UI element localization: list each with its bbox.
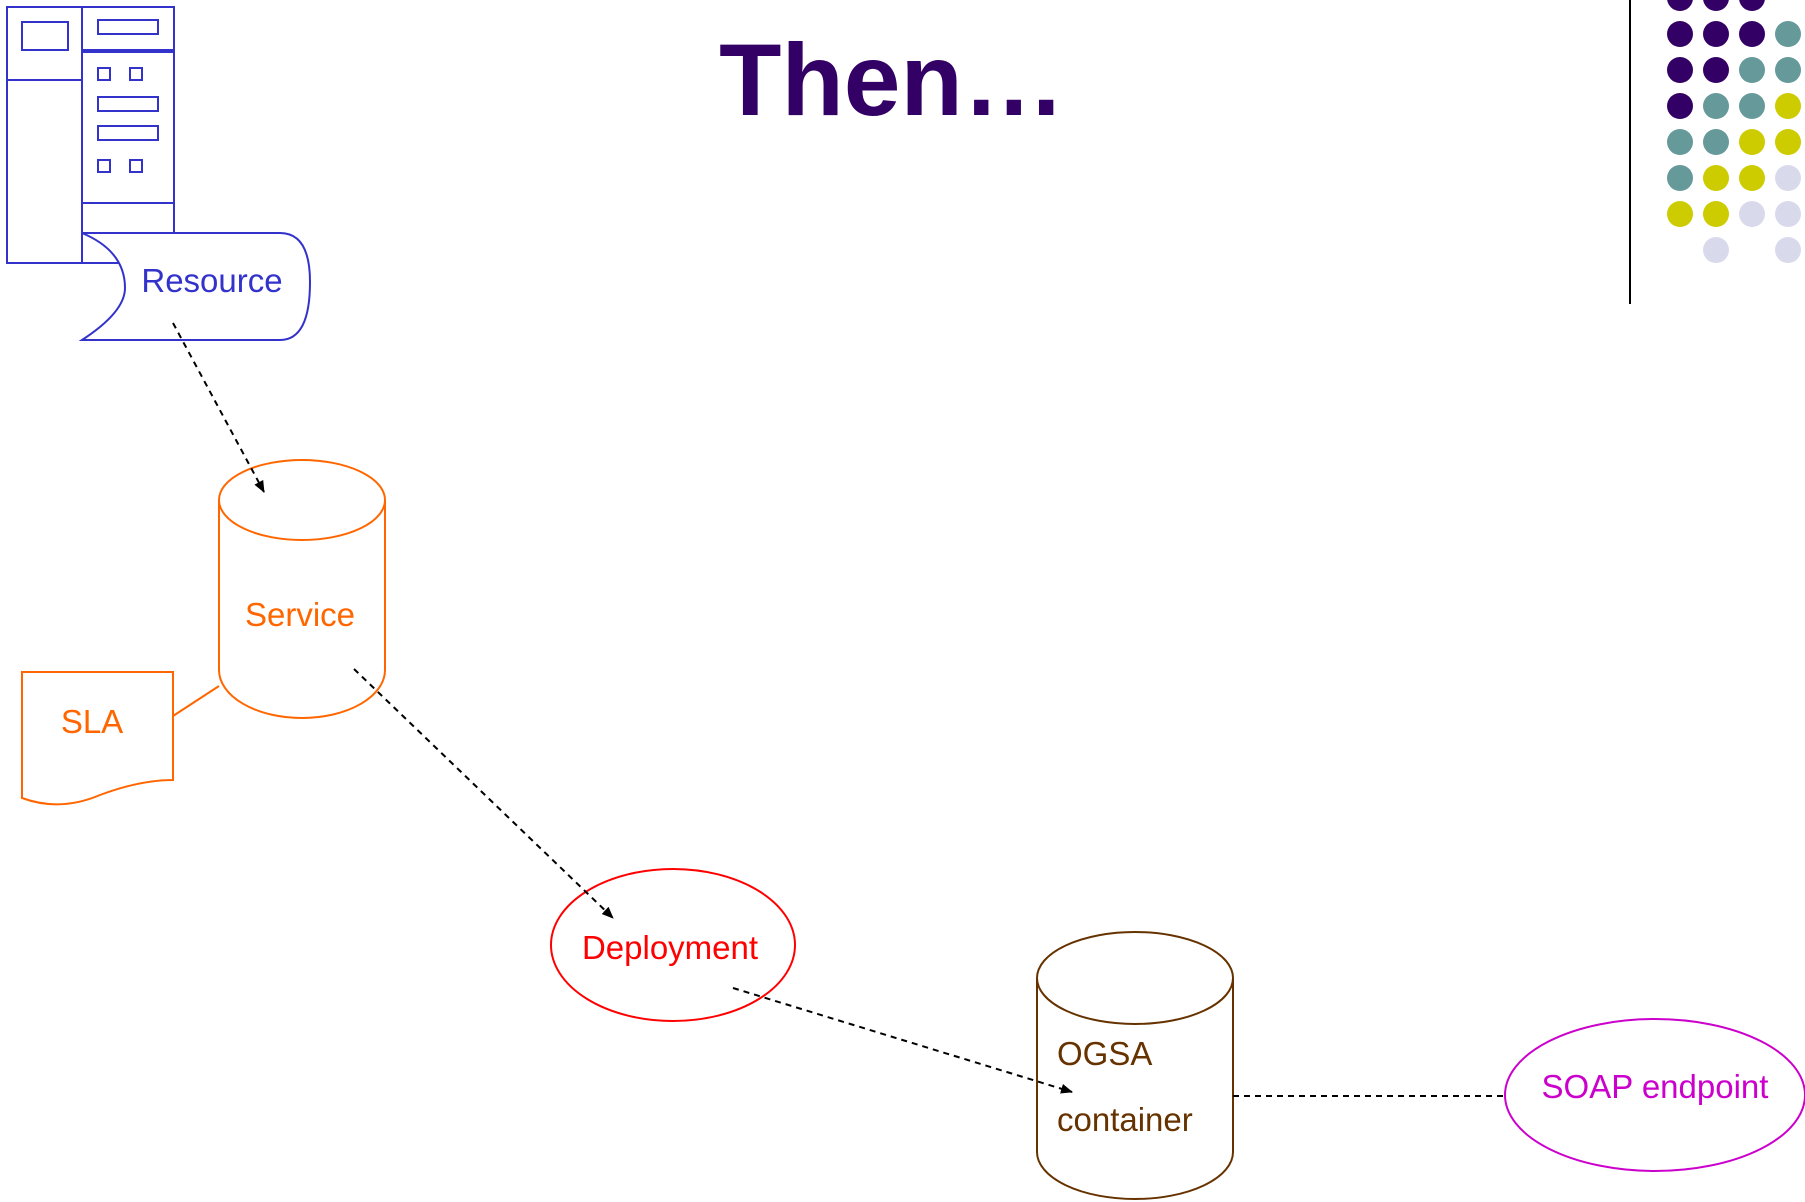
decorative-dot	[1667, 129, 1693, 155]
decorative-dot	[1739, 201, 1765, 227]
soap-endpoint-label: SOAP endpoint	[1542, 1068, 1769, 1105]
decorative-dot-grid	[1667, 0, 1801, 263]
ogsa-label-line1: OGSA	[1057, 1035, 1152, 1072]
arrow-deployment-to-ogsa	[732, 987, 1073, 1094]
decorative-dot	[1703, 237, 1729, 263]
decorative-dot	[1775, 129, 1801, 155]
decorative-dot	[1739, 93, 1765, 119]
decorative-dot	[1775, 237, 1801, 263]
decorative-dot	[1703, 0, 1729, 11]
decorative-dot	[1775, 93, 1801, 119]
decorative-dot	[1703, 93, 1729, 119]
soap-endpoint-ellipse	[1504, 1018, 1805, 1172]
ogsa-container-cylinder	[1036, 931, 1234, 1200]
slide-title: Then…	[719, 23, 1065, 137]
service-cylinder	[218, 459, 386, 719]
decorative-dot	[1703, 57, 1729, 83]
decorative-dot	[1739, 129, 1765, 155]
decorative-dot	[1667, 21, 1693, 47]
decorative-dot	[1667, 165, 1693, 191]
service-label: Service	[245, 596, 355, 633]
ogsa-label-line2: container	[1057, 1101, 1193, 1138]
resource-label: Resource	[141, 262, 282, 299]
decorative-dot	[1703, 21, 1729, 47]
decorative-dot	[1775, 165, 1801, 191]
decorative-dot	[1775, 57, 1801, 83]
decorative-dot	[1667, 0, 1693, 11]
decorative-dot	[1739, 21, 1765, 47]
decorative-dot	[1703, 165, 1729, 191]
arrow-service-to-deployment	[353, 668, 614, 919]
sla-connector-line	[172, 685, 220, 717]
decorative-dot	[1775, 201, 1801, 227]
decorative-dot	[1667, 57, 1693, 83]
sla-document-shape	[21, 671, 174, 806]
sla-label: SLA	[61, 703, 123, 740]
decorative-dot	[1739, 165, 1765, 191]
server-icon	[6, 6, 175, 264]
resource-data-shape	[78, 232, 312, 341]
decorative-dot	[1703, 129, 1729, 155]
decorative-dot	[1739, 0, 1765, 11]
decorative-dot	[1739, 57, 1765, 83]
deployment-label: Deployment	[582, 929, 758, 966]
arrow-resource-to-service	[172, 322, 265, 493]
decorative-dot	[1703, 201, 1729, 227]
decorative-dot	[1667, 93, 1693, 119]
decorative-dot	[1667, 201, 1693, 227]
decorative-dot	[1775, 21, 1801, 47]
